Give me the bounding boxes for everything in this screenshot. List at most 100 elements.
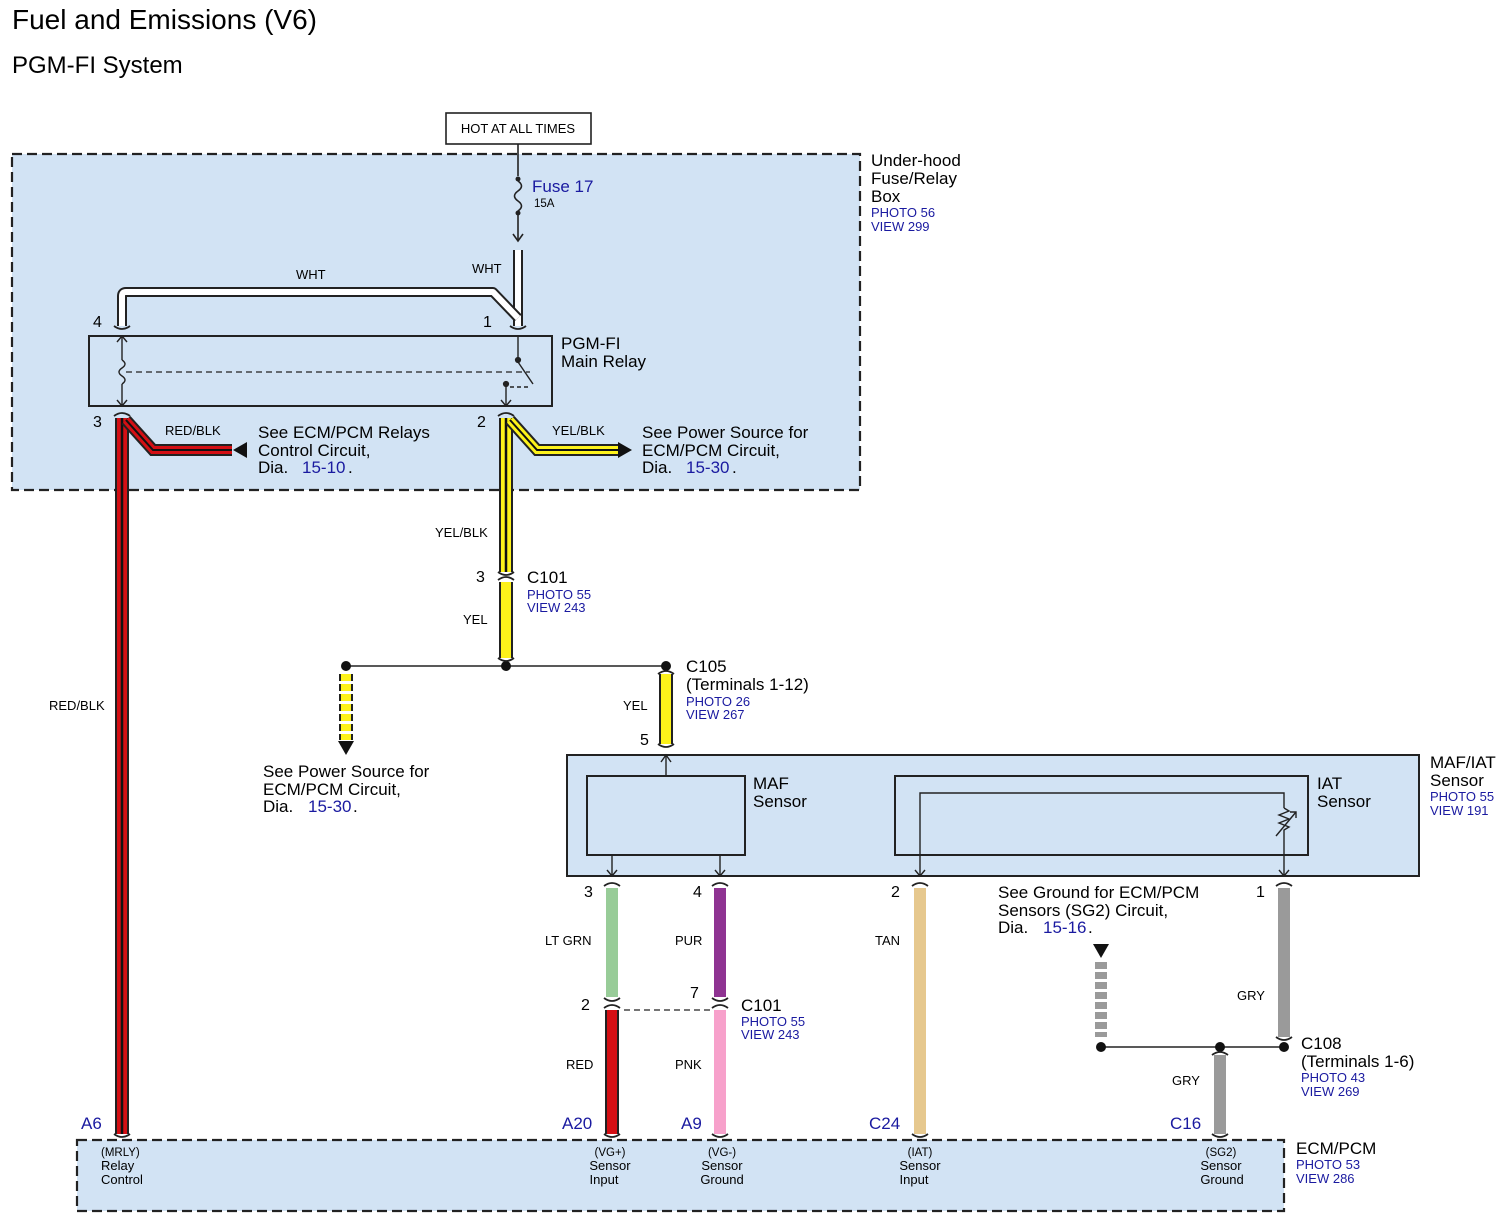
maf-label-1: MAF [753, 774, 789, 793]
ecm-pin-a9-signal: (VG-) [708, 1147, 736, 1159]
wire-label-tan: TAN [875, 933, 900, 948]
ecm-pin-a6-signal: (MRLY) [101, 1147, 140, 1159]
ecm-pin-a9-desc1: Sensor [701, 1158, 743, 1173]
ref-power-top-line2: ECM/PCM Circuit, [642, 441, 780, 460]
c108-photo-link[interactable]: PHOTO 43 [1301, 1070, 1365, 1085]
iat-pin-2: 2 [891, 884, 900, 901]
ecm-pin-c16: C16 [1170, 1114, 1201, 1133]
c105-pin: 5 [640, 732, 649, 749]
ecm-pin-a9: A9 [681, 1114, 702, 1133]
ref-power-top-link[interactable]: 15-30 [686, 458, 729, 477]
ecm-pcm-box [75, 1138, 1286, 1213]
ref-power-top-dot: . [732, 458, 737, 477]
ref-power-top-dia: Dia. [642, 458, 672, 477]
c108-terminals: (Terminals 1-6) [1301, 1052, 1414, 1071]
ref-power-left-dot: . [353, 797, 358, 816]
ref-relays-dot: . [348, 458, 353, 477]
ref-ground-line1: See Ground for ECM/PCM [998, 883, 1199, 902]
splice-right [661, 661, 671, 671]
c101-top-pin: 3 [476, 569, 485, 586]
ref-power-left-dia: Dia. [263, 797, 293, 816]
ref-relays-link[interactable]: 15-10 [302, 458, 345, 477]
relay-label-1: PGM-FI [561, 334, 621, 353]
c101-bottom-view-link[interactable]: VIEW 243 [741, 1027, 800, 1042]
wire-label-ltgrn: LT GRN [545, 933, 591, 948]
wire-label-wht-right: WHT [472, 261, 502, 276]
c105-photo-link[interactable]: PHOTO 26 [686, 694, 750, 709]
ecm-pin-c24-desc1: Sensor [899, 1158, 941, 1173]
ecm-pin-a20: A20 [562, 1114, 592, 1133]
ecm-photo-link[interactable]: PHOTO 53 [1296, 1157, 1360, 1172]
red-blk-wire-branch [121, 415, 247, 458]
underhood-photo-link[interactable]: PHOTO 56 [871, 205, 935, 220]
wht-wire [117, 250, 523, 326]
ref-relays-line1: See ECM/PCM Relays [258, 423, 430, 442]
relay-pin-2: 2 [477, 414, 486, 431]
ecm-pin-a6-desc1: Relay [101, 1158, 135, 1173]
c101-top-view-link[interactable]: VIEW 243 [527, 600, 586, 615]
c101-bottom-photo-link[interactable]: PHOTO 55 [741, 1014, 805, 1029]
wire-label-wht-top: WHT [296, 267, 326, 282]
c101-top-photo-link[interactable]: PHOTO 55 [527, 587, 591, 602]
ecm-view-link[interactable]: VIEW 286 [1296, 1171, 1355, 1186]
ecm-pin-c24: C24 [869, 1114, 900, 1133]
maf-label-2: Sensor [753, 792, 807, 811]
ref-relays-line2: Control Circuit, [258, 441, 370, 460]
maf-iat-label-1: MAF/IAT [1430, 753, 1496, 772]
ref-power-left-line1: See Power Source for [263, 762, 430, 781]
ecm-pin-c16-desc2: Ground [1200, 1172, 1243, 1187]
underhood-label-3: Box [871, 187, 901, 206]
c108-view-link[interactable]: VIEW 269 [1301, 1084, 1360, 1099]
wire-label-yel-c105: YEL [623, 698, 648, 713]
splice-left [341, 661, 351, 671]
ref-power-left-link[interactable]: 15-30 [308, 797, 351, 816]
fuse-name-link[interactable]: Fuse 17 [532, 177, 593, 196]
ecm-pin-a20-desc2: Input [590, 1172, 619, 1187]
thermistor-icon [914, 792, 1297, 878]
c105-name: C105 [686, 657, 727, 676]
wire-label-gry-ecm: GRY [1172, 1073, 1200, 1088]
power-source-label: HOT AT ALL TIMES [461, 121, 575, 136]
wire-label-red: RED [566, 1057, 593, 1072]
page-subtitle: PGM-FI System [12, 52, 183, 79]
ref-ground-line2: Sensors (SG2) Circuit, [998, 901, 1168, 920]
ref-ground-dia: Dia. [998, 918, 1028, 937]
ecm-pin-c16-desc1: Sensor [1200, 1158, 1242, 1173]
ecm-pin-a20-signal: (VG+) [595, 1147, 626, 1159]
fuse-rating: 15A [534, 198, 555, 210]
relay-pin-4: 4 [93, 314, 102, 331]
ecm-pin-a6-desc2: Control [101, 1172, 143, 1187]
yel-wire-dashed-left [338, 674, 354, 755]
c101-bottom-pin-7: 7 [690, 985, 699, 1002]
wire-label-pur: PUR [675, 933, 702, 948]
c101-bottom-pin-2: 2 [581, 997, 590, 1014]
maf-pin-4: 4 [693, 884, 702, 901]
power-source-box [445, 112, 592, 145]
ecm-pin-a9-desc2: Ground [700, 1172, 743, 1187]
maf-pin-3: 3 [584, 884, 593, 901]
ecm-pin-c24-desc2: Input [900, 1172, 929, 1187]
pgm-fi-main-relay [88, 335, 553, 407]
wire-label-gry-iat: GRY [1237, 988, 1265, 1003]
underhood-view-link[interactable]: VIEW 299 [871, 219, 930, 234]
maf-iat-view-link[interactable]: VIEW 191 [1430, 803, 1489, 818]
relay-switch-icon [500, 336, 534, 408]
c108-name: C108 [1301, 1034, 1342, 1053]
wire-label-yelblk-main: YEL/BLK [435, 525, 488, 540]
iat-sensor-box [894, 775, 1309, 856]
relay-pin-1: 1 [483, 314, 492, 331]
underhood-fuse-relay-box [10, 152, 862, 492]
iat-label-1: IAT [1317, 774, 1342, 793]
wire-label-redblk-main: RED/BLK [49, 698, 105, 713]
ref-ground-link[interactable]: 15-16 [1043, 918, 1086, 937]
wire-label-redblk-branch: RED/BLK [165, 423, 221, 438]
wire-label-pnk: PNK [675, 1057, 702, 1072]
gry-wire-dashed-ground [1093, 944, 1109, 1037]
ref-ground-dot: . [1088, 918, 1093, 937]
ref-power-top-line1: See Power Source for [642, 423, 809, 442]
underhood-label-2: Fuse/Relay [871, 169, 957, 188]
ecm-pin-c24-signal: (IAT) [908, 1147, 933, 1159]
maf-iat-photo-link[interactable]: PHOTO 55 [1430, 789, 1494, 804]
c105-view-link[interactable]: VIEW 267 [686, 707, 745, 722]
